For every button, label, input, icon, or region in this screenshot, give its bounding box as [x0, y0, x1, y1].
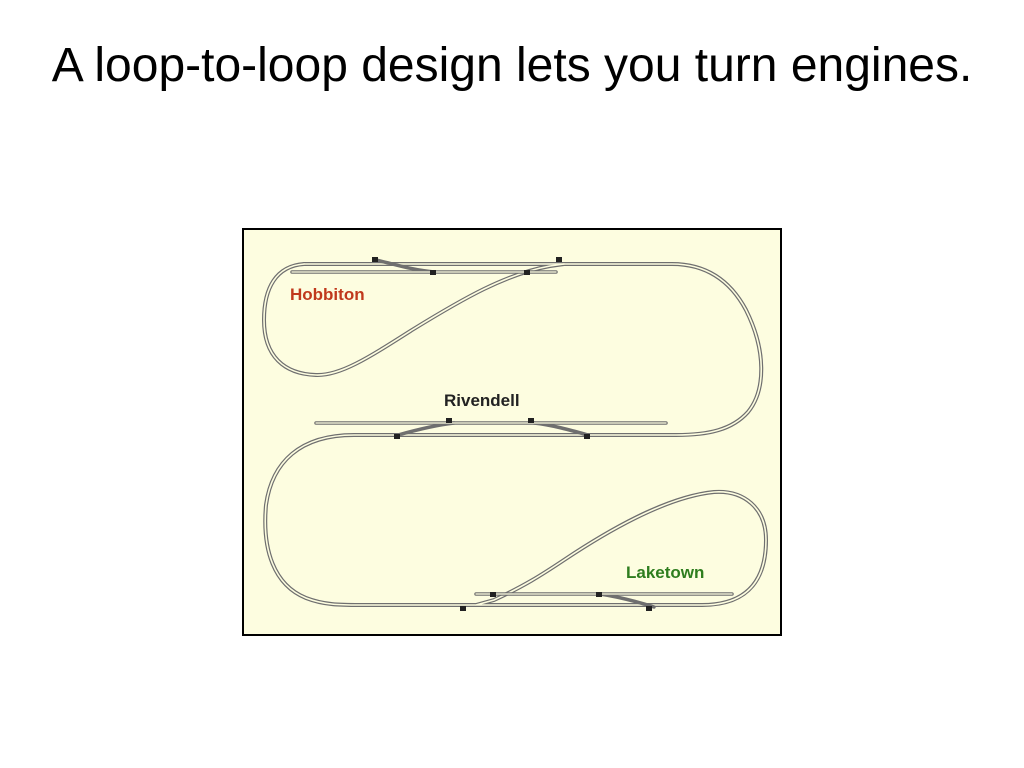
hobbiton-loop-track: [262, 262, 566, 378]
slide-title: A loop-to-loop design lets you turn engi…: [51, 39, 973, 92]
track-layout-diagram: Hobbiton Rivendell Laketown: [242, 228, 782, 636]
switch-markers: [372, 257, 652, 611]
track-plan: Hobbiton Rivendell Laketown: [262, 257, 768, 611]
switch-marker: [646, 606, 652, 611]
switch-marker: [460, 606, 466, 611]
switch-marker: [596, 592, 602, 597]
switch-marker: [490, 592, 496, 597]
switch-marker: [446, 418, 452, 423]
station-label-rivendell: Rivendell: [444, 391, 520, 410]
hobbiton-siding-switch: [374, 258, 436, 274]
switch-marker: [372, 257, 378, 262]
switch-marker: [524, 270, 530, 275]
switch-marker: [556, 257, 562, 262]
station-label-laketown: Laketown: [626, 563, 704, 582]
switch-marker: [430, 270, 436, 275]
switch-marker: [394, 434, 400, 439]
laketown-siding-switch: [598, 592, 656, 609]
switch-marker: [528, 418, 534, 423]
station-label-hobbiton: Hobbiton: [290, 285, 365, 304]
switch-marker: [584, 434, 590, 439]
